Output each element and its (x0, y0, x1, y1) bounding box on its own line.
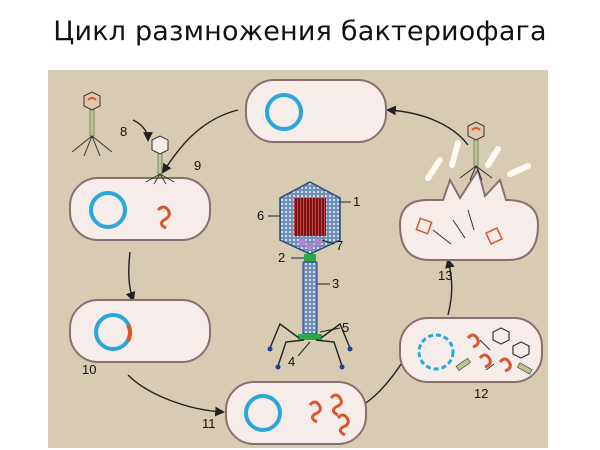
label-10: 10 (82, 362, 96, 377)
phage-dna (294, 198, 326, 236)
label-12: 12 (474, 386, 488, 401)
phage-collar (304, 254, 316, 262)
page-title: Цикл размножения бактериофага (53, 16, 547, 47)
arrow-8-9 (132, 119, 153, 142)
label-8: 8 (120, 124, 127, 139)
bacterial-dna-ring (265, 93, 303, 131)
cell-replicating (225, 381, 367, 445)
arrow-bottom-left (127, 374, 225, 417)
phage-attached (145, 135, 175, 185)
label-13: 13 (438, 268, 452, 283)
label-2: 2 (278, 250, 285, 265)
label-11: 11 (202, 416, 216, 431)
cell-lysis (398, 140, 540, 261)
cell-assembly (399, 317, 543, 383)
viral-dna (156, 205, 171, 230)
arrow-right-up (445, 258, 455, 316)
arrow-left-down (125, 251, 136, 302)
label-1: 1 (353, 194, 360, 209)
phage-tail (302, 261, 318, 335)
label-4: 4 (288, 354, 295, 369)
label-5: 5 (342, 320, 349, 335)
arrow-top-left (161, 109, 239, 174)
label-7: 7 (336, 238, 343, 253)
phage-cycle-diagram: 1 6 7 2 3 5 4 8 9 10 11 12 13 (69, 79, 543, 445)
phage-released (459, 121, 493, 181)
label-6: 6 (257, 208, 264, 223)
cell-integrated (69, 299, 211, 363)
label-9: 9 (194, 158, 201, 173)
cell-infected (69, 177, 211, 241)
arrow-top-right (386, 105, 469, 146)
label-3: 3 (332, 276, 339, 291)
cell-top (245, 79, 387, 143)
phage-small-left (71, 91, 113, 157)
phage-structure (267, 181, 353, 370)
